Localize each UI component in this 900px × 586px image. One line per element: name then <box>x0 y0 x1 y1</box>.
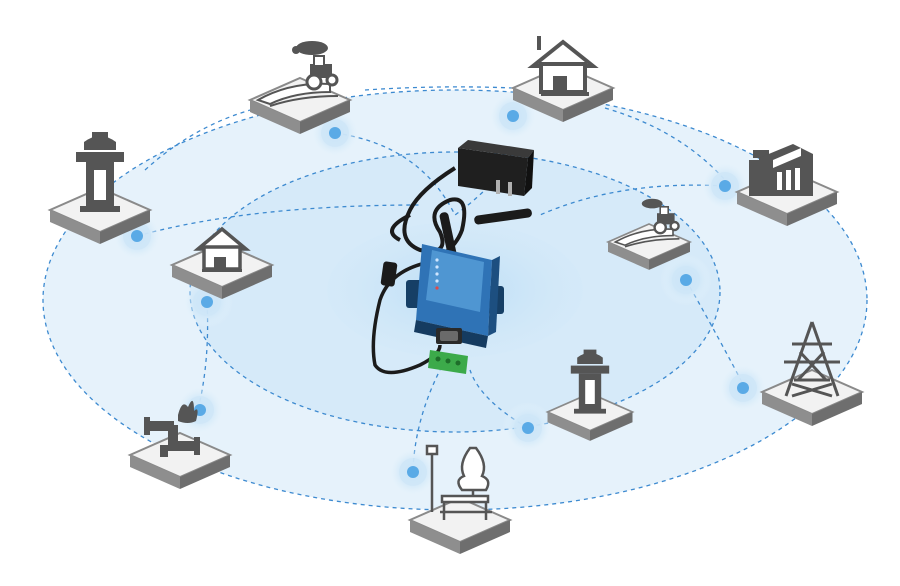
node-pylon-right <box>761 321 863 427</box>
node-dot <box>717 362 769 414</box>
tractor-field-icon <box>613 198 680 248</box>
fire-hydrant-icon <box>76 132 124 212</box>
node-pipe-fire-left <box>129 400 231 490</box>
power-adapter <box>371 140 534 375</box>
status-leds <box>435 258 439 290</box>
node-factory-right <box>736 144 838 227</box>
node-hydrant-center <box>546 349 634 442</box>
pipe-fire-icon <box>144 400 200 457</box>
fire-hydrant-icon <box>570 349 610 414</box>
house-icon <box>527 36 599 96</box>
house-icon <box>193 226 251 272</box>
node-park-bench-bottom <box>409 444 511 555</box>
tractor-field-icon <box>255 41 339 107</box>
node-house-left <box>171 226 273 300</box>
factory-icon <box>749 144 813 196</box>
node-dot <box>660 254 712 306</box>
node-house-top <box>512 36 614 123</box>
node-farm-tractor-top <box>249 41 351 135</box>
industrial-modem <box>406 208 532 374</box>
power-tower-icon <box>784 321 840 398</box>
park-bench-icon <box>425 444 492 520</box>
node-hydrant-left <box>49 132 151 245</box>
node-dot <box>502 402 554 454</box>
node-farm-tractor-right <box>607 198 691 271</box>
